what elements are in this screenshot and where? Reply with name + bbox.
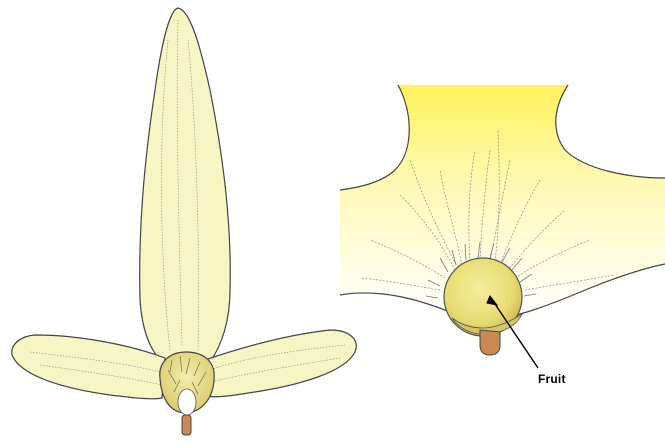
right-petal xyxy=(205,330,356,397)
right-stalk xyxy=(480,330,500,355)
left-stalk xyxy=(182,415,191,435)
fruit-label: Fruit xyxy=(538,372,566,386)
top-petal xyxy=(140,8,231,362)
white-ovary xyxy=(178,389,196,415)
left-flower xyxy=(12,8,357,435)
right-flower xyxy=(340,85,665,368)
left-petal xyxy=(12,335,165,399)
